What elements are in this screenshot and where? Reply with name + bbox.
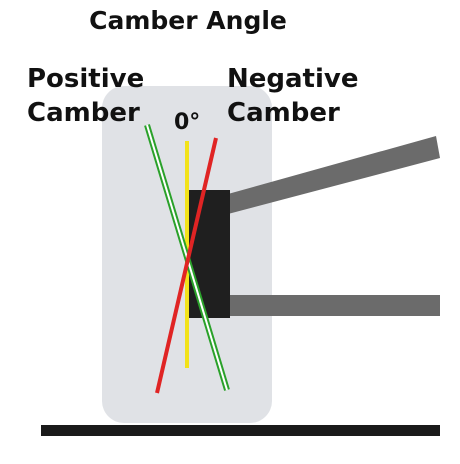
lower-control-arm — [228, 295, 440, 316]
wheel-hub — [188, 190, 230, 318]
negative-camber-label-line1: Negative — [227, 64, 358, 94]
upper-control-arm — [228, 136, 440, 214]
negative-camber-line — [155, 137, 218, 394]
diagram-title: Camber Angle — [89, 6, 287, 35]
zero-camber-label: 0° — [174, 110, 200, 135]
positive-camber-label-line1: Positive — [27, 64, 144, 94]
positive-camber-label-line2: Camber — [27, 98, 140, 128]
negative-camber-label-line2: Camber — [227, 98, 340, 128]
ground-line — [41, 425, 440, 436]
